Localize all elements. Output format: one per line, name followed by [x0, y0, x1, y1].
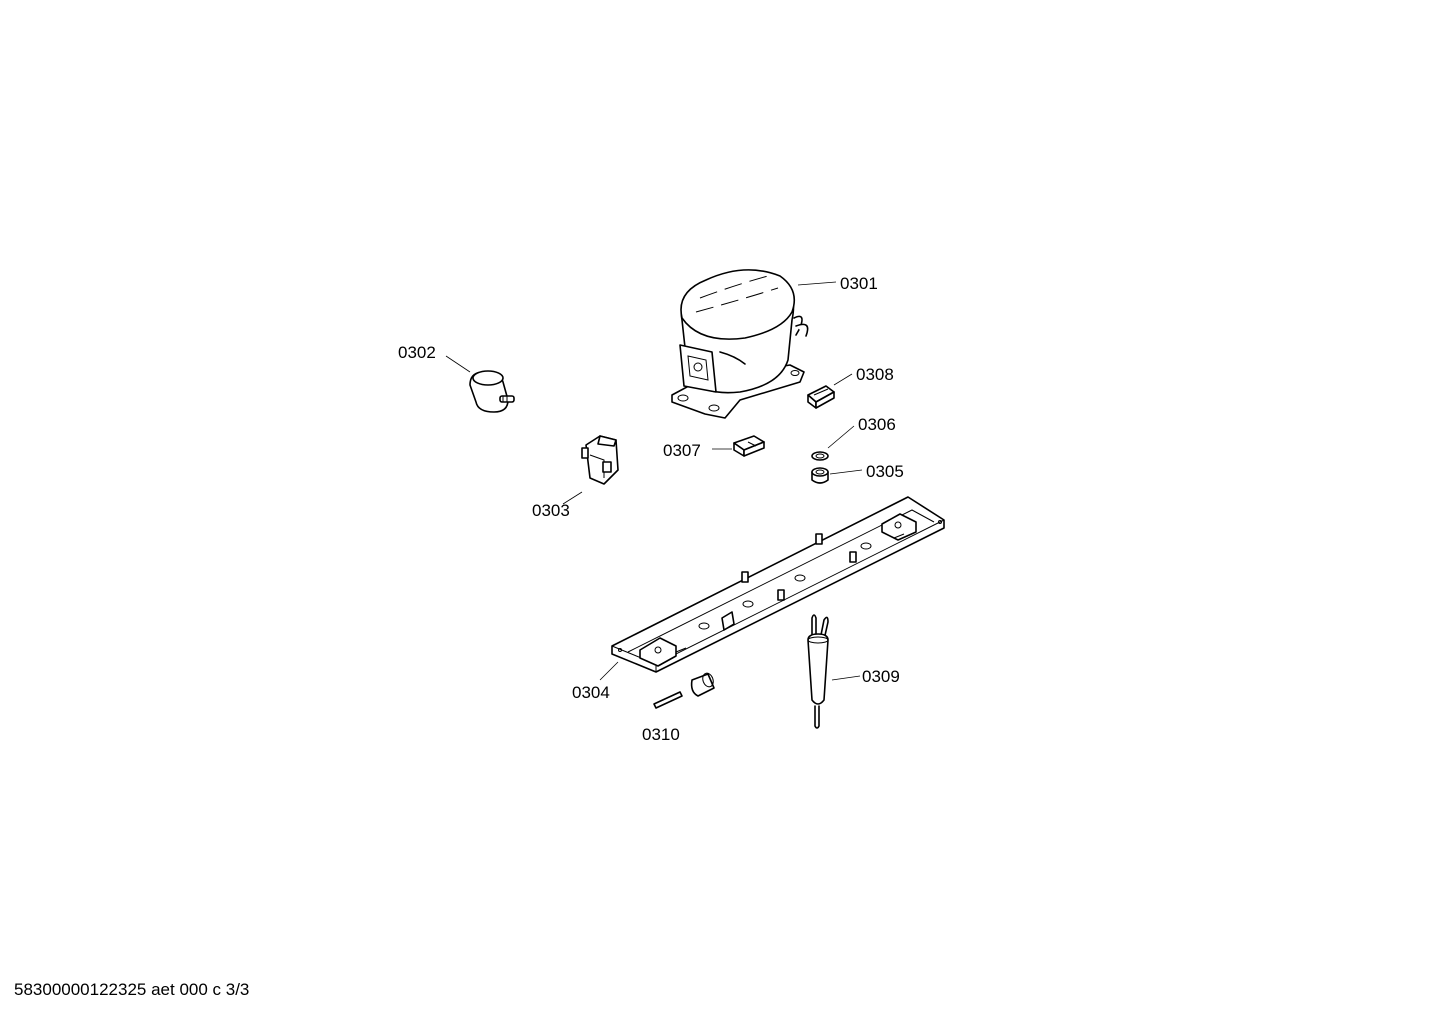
label-0310: 0310 — [642, 725, 680, 744]
label-0308: 0307 — [663, 441, 701, 460]
label-0301: 0301 — [840, 274, 878, 293]
label-0304: 0304 — [572, 683, 610, 702]
cover-clip-drawing — [733, 435, 765, 457]
clip-small-drawing — [807, 385, 835, 409]
label-0307: 0309 — [862, 667, 900, 686]
label-0306: 0306 — [858, 415, 896, 434]
filter-drier-drawing — [807, 614, 829, 729]
mounting-rail-drawing — [611, 496, 945, 673]
relay-drawing — [581, 435, 619, 485]
label-0305: 0305 — [866, 462, 904, 481]
washer-drawing — [811, 451, 829, 461]
drawing-reference-number: 58300000122325 aet 000 c 3/3 — [14, 980, 250, 999]
compressor-drawing — [671, 269, 809, 419]
pin-sleeve-drawing — [653, 672, 715, 709]
grommet-drawing — [811, 467, 829, 484]
label-0303: 0303 — [532, 501, 570, 520]
label-0302: 0302 — [398, 343, 436, 362]
label-0309: 0308 — [856, 365, 894, 384]
damper-drawing — [469, 370, 515, 413]
